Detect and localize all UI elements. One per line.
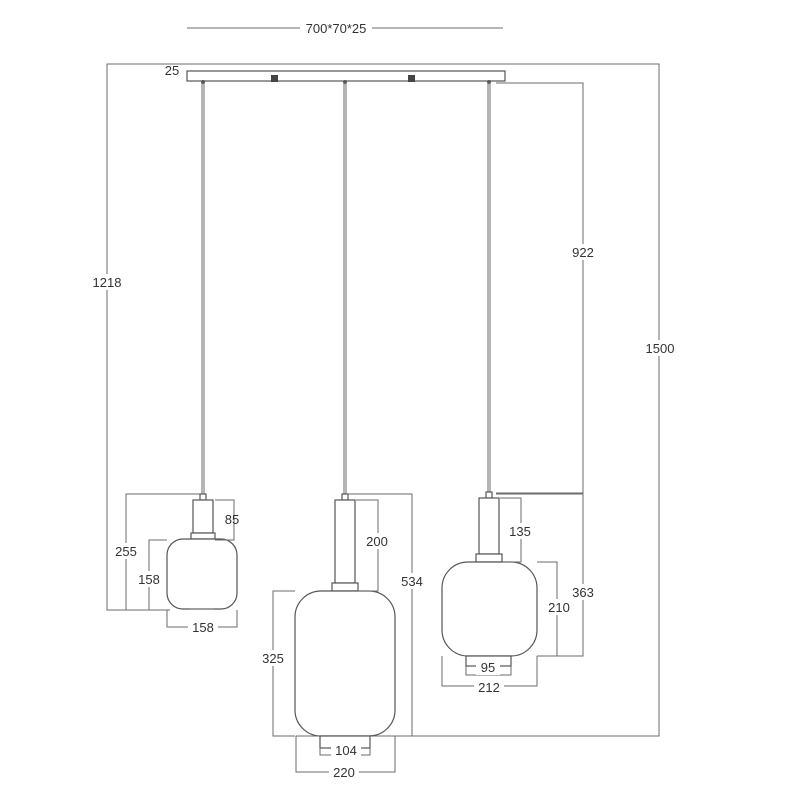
right-bottom-label: 95 xyxy=(481,660,495,675)
right-pendant xyxy=(441,491,584,687)
left-globe-width-label: 158 xyxy=(192,620,214,635)
left-total-height-label: 255 xyxy=(115,544,137,559)
canopy-screw-right xyxy=(408,75,415,82)
mid-globe-width-label: 220 xyxy=(333,765,355,780)
mid-bottom-label: 104 xyxy=(335,743,357,758)
mid-total-height-label: 534 xyxy=(401,574,423,589)
right-drop-label: 922 xyxy=(572,245,594,260)
mid-neck-label: 200 xyxy=(366,534,388,549)
left-total-label: 1218 xyxy=(93,275,122,290)
canopy-screw-left xyxy=(271,75,278,82)
dimension-labels: 700*70*25 25 1218 922 1500 85 255 158 15… xyxy=(88,20,680,780)
mid-globe-height-label: 325 xyxy=(262,651,284,666)
right-total-height-label: 363 xyxy=(572,585,594,600)
left-neck-label: 85 xyxy=(225,512,239,527)
right-globe-width-label: 212 xyxy=(478,680,500,695)
overall-height-label: 1500 xyxy=(646,341,675,356)
left-globe-height-label: 158 xyxy=(138,572,160,587)
canopy-size-label: 700*70*25 xyxy=(306,21,367,36)
right-globe-height-label: 210 xyxy=(548,600,570,615)
canopy-height-label: 25 xyxy=(165,63,179,78)
overall-dimension-frames xyxy=(106,63,660,737)
middle-pendant xyxy=(272,493,413,773)
cables xyxy=(201,82,491,494)
left-pendant xyxy=(125,493,238,628)
right-neck-label: 135 xyxy=(509,524,531,539)
